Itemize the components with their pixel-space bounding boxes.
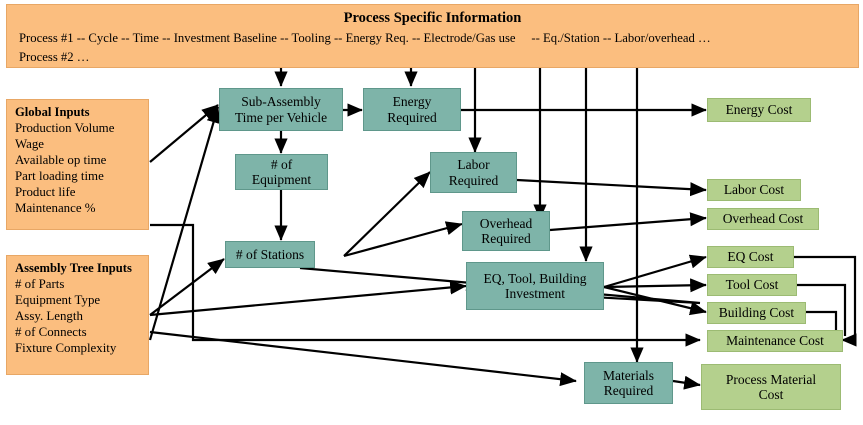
assembly-tree-inputs-panel: Assembly Tree Inputs # of Parts Equipmen… — [6, 255, 149, 375]
cost-box-building-cost: Building Cost — [707, 302, 806, 324]
assembly-tree-input-item-number-of-connects: # of Connects — [15, 324, 87, 339]
global-input-item-wage: Wage — [15, 136, 45, 151]
global-input-item-production-volume: Production Volume — [15, 121, 115, 135]
assembly-tree-input-item-assembly-length: Assy. Length — [15, 308, 83, 323]
global-inputs-header: Global Inputs — [15, 105, 90, 119]
cost-box-tool-cost: Tool Cost — [707, 274, 797, 296]
global-input-item-product-life: Product life — [15, 184, 76, 199]
assembly-tree-input-item-number-of-parts: # of Parts — [15, 277, 65, 291]
cost-box-maintenance-cost: Maintenance Cost — [707, 330, 843, 352]
cost-box-labor-cost: Labor Cost — [707, 179, 801, 201]
global-input-item-available-op-time: Available op time — [15, 152, 107, 167]
banner-line-1: Process #1 -- Cycle -- Time -- Investmen… — [19, 31, 711, 45]
cost-box-energy-cost: Energy Cost — [707, 98, 811, 122]
banner-title: Process Specific Information — [343, 10, 522, 26]
banner-line-2: Process #2 … — [19, 50, 90, 64]
process-specific-information-banner: Process Specific Information Process #1 … — [6, 4, 859, 68]
process-box-number-of-stations: # of Stations — [225, 241, 315, 268]
cost-box-overhead-cost: Overhead Cost — [707, 208, 819, 230]
global-input-item-part-loading-time: Part loading time — [15, 168, 104, 183]
assembly-tree-input-item-fixture-complexity: Fixture Complexity — [15, 340, 117, 355]
global-inputs-panel: Global Inputs Production Volume Wage Ava… — [6, 99, 149, 230]
cost-box-eq-cost: EQ Cost — [707, 246, 794, 268]
assembly-tree-input-item-equipment-type: Equipment Type — [15, 292, 101, 307]
global-input-item-maintenance-percent: Maintenance % — [15, 200, 96, 215]
assembly-tree-inputs-header: Assembly Tree Inputs — [15, 261, 132, 275]
